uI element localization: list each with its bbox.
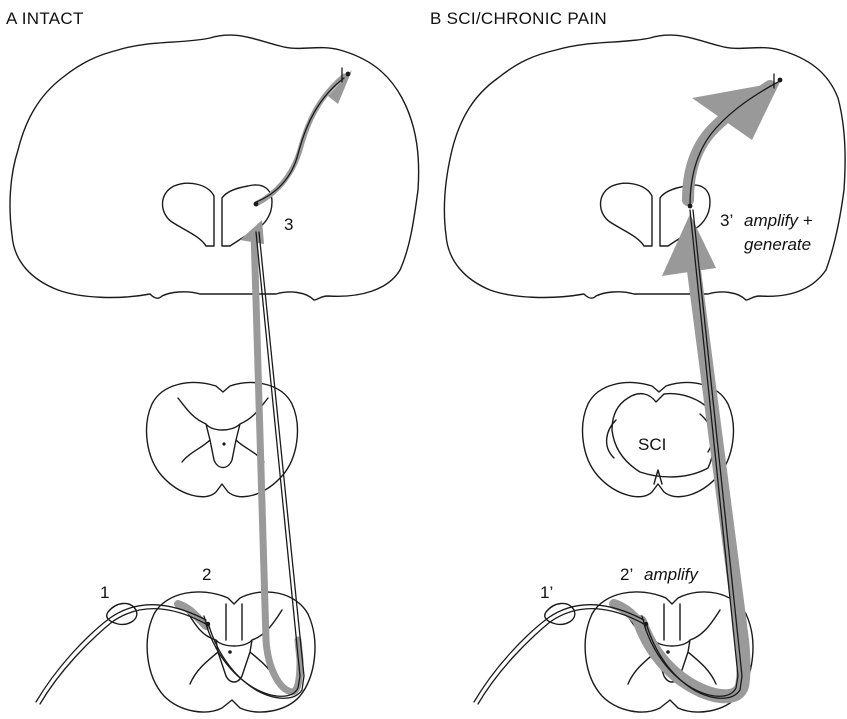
sci-label: SCI bbox=[638, 435, 666, 454]
central-canal-upper-a bbox=[222, 442, 225, 445]
synapse-2-a bbox=[206, 622, 210, 626]
pathway-highlight-b bbox=[640, 240, 744, 696]
label-3-word2-b: generate bbox=[744, 235, 811, 254]
primary-afferent-a bbox=[36, 605, 206, 702]
synapse-2-b bbox=[644, 622, 648, 626]
label-3-word1-b: amplify + bbox=[744, 211, 813, 230]
thalamus-left-a bbox=[163, 183, 215, 246]
brain-outline-a bbox=[10, 35, 419, 300]
cell-body-2-b bbox=[666, 650, 670, 654]
gray-matter-upper-a bbox=[178, 398, 268, 468]
label-3-number-b: 3’ bbox=[720, 211, 733, 230]
cortical-terminal-a bbox=[346, 72, 351, 77]
synapse-3-a bbox=[254, 202, 259, 207]
label-1-b: 1’ bbox=[540, 583, 553, 602]
primary-afferent-a2 bbox=[40, 609, 206, 704]
cell-body-2-a bbox=[228, 650, 232, 654]
pathway-highlight-a bbox=[254, 232, 300, 692]
thalamus-left-b bbox=[601, 183, 653, 246]
panel-b-title: B SCI/CHRONIC PAIN bbox=[430, 9, 607, 28]
label-1-a: 1 bbox=[100, 583, 109, 602]
synapse-3-b bbox=[688, 204, 693, 209]
label-2-a: 2 bbox=[202, 565, 211, 584]
dorsal-root-ganglion-b bbox=[545, 603, 575, 624]
cortical-terminal-b bbox=[778, 78, 783, 83]
label-2-word-b: amplify bbox=[644, 565, 699, 584]
peripheral-highlight-b bbox=[614, 604, 644, 628]
label-2-number-b: 2’ bbox=[620, 565, 633, 584]
spinal-cord-upper-a bbox=[147, 383, 298, 497]
dorsal-root-ganglion-a bbox=[107, 603, 137, 624]
peripheral-highlight-a bbox=[178, 604, 206, 626]
panel-b: B SCI/CHRONIC PAIN SCI bbox=[430, 9, 845, 712]
primary-afferent-b bbox=[474, 605, 644, 702]
primary-afferent-b2 bbox=[478, 609, 644, 704]
label-3-a: 3 bbox=[284, 215, 293, 234]
panel-a: A INTACT 1 bbox=[6, 9, 419, 712]
panel-a-title: A INTACT bbox=[6, 9, 84, 28]
brain-outline-b bbox=[444, 35, 845, 300]
